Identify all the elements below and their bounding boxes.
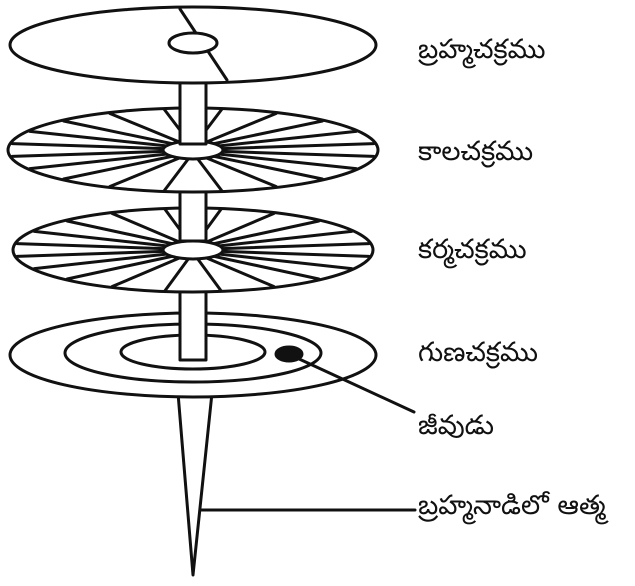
label-guna-chakra: గుణచక్రము (418, 339, 538, 366)
axis-segment-upper (180, 82, 206, 144)
label-karma-chakra: కర్మచక్రము (418, 236, 527, 263)
axis-segment-lower (180, 282, 206, 360)
guna-chakra-disc (10, 313, 414, 412)
label-jiva: జీవుడు (418, 412, 494, 439)
brahma-nadi-spike (178, 393, 212, 575)
brahma-chakra-disc (10, 7, 376, 83)
label-atma: బ్రహ్మనాడిలో ఆత్మ (418, 492, 606, 519)
label-brahma-chakra: బ్రహ్మచక్రము (418, 36, 546, 63)
label-kala-chakra: కాలచక్రము (418, 138, 533, 165)
